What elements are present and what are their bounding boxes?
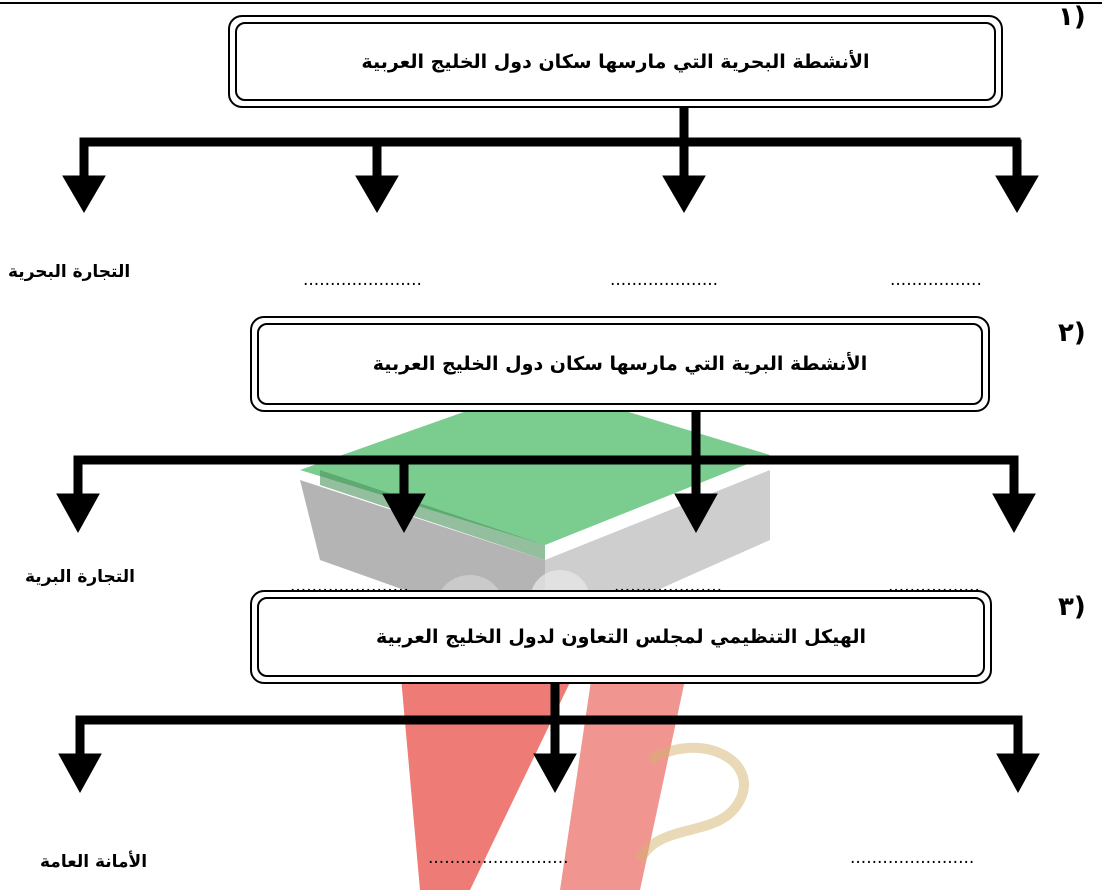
section-2-title: الأنشطة البرية التي مارسها سكان دول الخل… — [372, 353, 868, 375]
section-1-title-box-inner — [235, 22, 996, 101]
section-1-title: الأنشطة البحرية التي مارسها سكان دول الخ… — [361, 50, 870, 73]
section-1-blank-3[interactable]: ................. — [890, 270, 982, 290]
section-1-connectors — [62, 106, 1039, 213]
section-1-title-box: الأنشطة البحرية التي مارسها سكان دول الخ… — [228, 15, 1003, 108]
section-3-title-box: الهيكل التنظيمي لمجلس التعاون لدول الخلي… — [250, 590, 992, 684]
section-3-blank-1[interactable]: .......................... — [428, 848, 569, 868]
section-1-blank-1[interactable]: ...................... — [303, 270, 422, 290]
section-3-connectors — [58, 681, 1040, 794]
section-2-number: ٢) — [1058, 318, 1086, 348]
section-3-filled-label: الأمانة العامة — [40, 852, 148, 872]
section-3-number: ٣) — [1058, 592, 1086, 622]
section-2-filled-label: التجارة البرية — [25, 567, 135, 587]
section-3-title-box-inner — [257, 597, 985, 677]
section-2-title-box: الأنشطة البرية التي مارسها سكان دول الخل… — [250, 316, 990, 412]
section-2-connectors — [56, 409, 1036, 534]
section-3-title: الهيكل التنظيمي لمجلس التعاون لدول الخلي… — [375, 626, 867, 648]
section-1-number: ١) — [1058, 2, 1086, 32]
section-1-filled-label: التجارة البحرية — [8, 262, 131, 282]
section-2-title-box-inner — [257, 323, 983, 405]
section-3-blank-2[interactable]: ....................... — [850, 848, 975, 868]
section-1-blank-2[interactable]: .................... — [610, 270, 719, 290]
